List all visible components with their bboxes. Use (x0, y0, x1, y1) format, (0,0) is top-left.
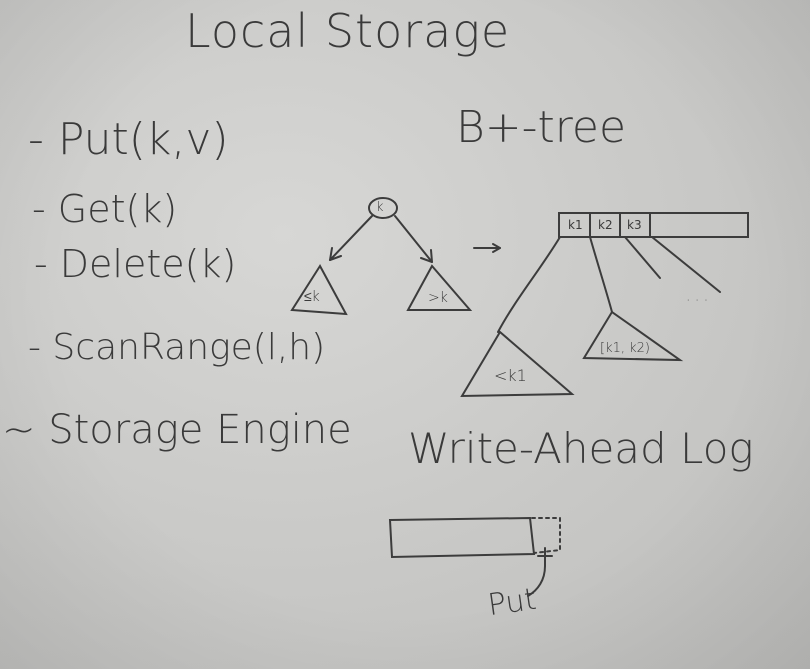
subtree-middle (582, 310, 684, 362)
operation-delete: - Delete(k) (34, 242, 237, 286)
bst-root-node (368, 197, 398, 219)
child-pointer-1 (497, 236, 561, 333)
wal-title: Write-Ahead Log (408, 424, 754, 473)
bst-root-label: k (376, 200, 384, 215)
operation-put: - Put(k,v) (28, 114, 229, 165)
bst-right-subtree (406, 264, 473, 311)
operation-get: - Get(k) (32, 187, 178, 231)
child-pointer-3 (624, 236, 661, 279)
storage-engine-label: ~ Storage Engine (2, 407, 352, 453)
subtree-middle-label: [k1, k2) (600, 341, 651, 356)
board-title: Local Storage (185, 4, 511, 58)
node-key-3: k3 (627, 218, 642, 232)
bplus-node (558, 212, 749, 238)
bst-right-label: >k (428, 290, 448, 306)
subtree-left (460, 330, 575, 398)
child-pointer-2 (589, 236, 613, 313)
bst-right-edge (394, 215, 433, 263)
bst-left-arrowhead (329, 247, 342, 261)
bst-right-arrowhead (420, 249, 433, 263)
wal-append-slot (531, 517, 561, 554)
bst-left-subtree (290, 264, 348, 316)
node-key-1: k1 (568, 218, 583, 232)
bst-left-label: ≤k (304, 289, 320, 305)
subtree-left-label: <k1 (494, 366, 527, 385)
wal-append-pointer (527, 565, 546, 597)
bst-left-edge (329, 215, 373, 261)
bplus-tree-label: B+-tree (456, 102, 627, 153)
child-pointer-4 (651, 236, 721, 293)
node-key-2: k2 (598, 218, 613, 232)
more-subtrees-ellipsis: · · · (686, 293, 709, 309)
operation-scan-range: - ScanRange(l,h) (28, 327, 326, 368)
wal-log-box (388, 516, 536, 559)
wal-put-note: Put (485, 581, 539, 624)
